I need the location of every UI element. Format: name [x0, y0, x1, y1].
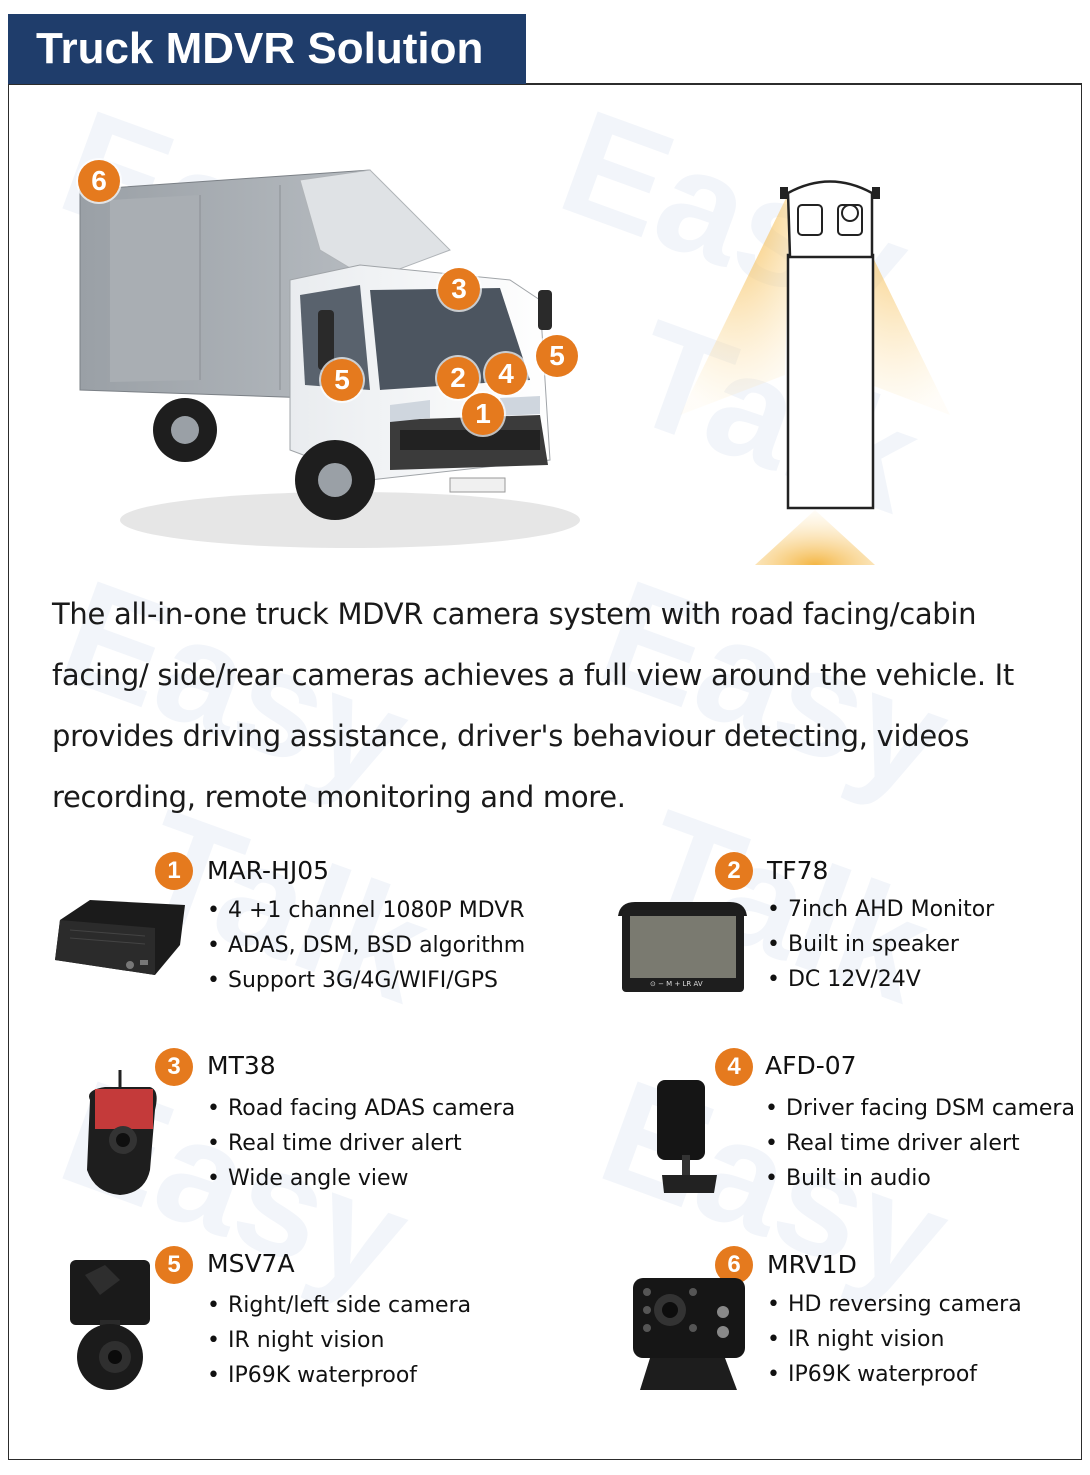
side-camera-image — [70, 1260, 150, 1390]
product-number-badge: 4 — [715, 1048, 753, 1086]
feature-list: Driver facing DSM camera Real time drive… — [765, 1091, 1075, 1196]
feature-item: IP69K waterproof — [767, 1357, 1022, 1392]
callout-badge: 4 — [485, 353, 527, 395]
title-rule — [526, 83, 1082, 84]
feature-item: HD reversing camera — [767, 1287, 1022, 1322]
feature-list: HD reversing camera IR night vision IP69… — [767, 1287, 1022, 1392]
feature-item: 7inch AHD Monitor — [767, 892, 994, 927]
feature-item: Built in audio — [765, 1161, 1075, 1196]
feature-item: IP69K waterproof — [207, 1358, 471, 1393]
product-number-badge: 1 — [155, 852, 193, 890]
reversing-camera-image — [633, 1278, 745, 1390]
feature-item: Real time driver alert — [207, 1126, 515, 1161]
feature-item: Driver facing DSM camera — [765, 1091, 1075, 1126]
feature-item: Road facing ADAS camera — [207, 1091, 515, 1126]
feature-item: DC 12V/24V — [767, 962, 994, 997]
callout-badge: 5 — [536, 335, 578, 377]
feature-item: Built in speaker — [767, 927, 994, 962]
feature-list: Right/left side camera IR night vision I… — [207, 1288, 471, 1393]
product-name: TF78 — [767, 856, 829, 885]
dsm-camera-image — [657, 1080, 717, 1193]
feature-item: IR night vision — [207, 1323, 471, 1358]
feature-list: Road facing ADAS camera Real time driver… — [207, 1091, 515, 1196]
callout-badge: 3 — [438, 268, 480, 310]
product-name: AFD-07 — [765, 1051, 857, 1080]
product-name: MAR-HJ05 — [207, 856, 330, 885]
product-number-badge: 3 — [155, 1048, 193, 1086]
monitor-image — [618, 902, 747, 992]
mdvr-recorder-image — [55, 900, 185, 975]
page-title: Truck MDVR Solution — [8, 14, 526, 84]
feature-item: Real time driver alert — [765, 1126, 1075, 1161]
feature-item: Wide angle view — [207, 1161, 515, 1196]
adas-camera-image — [87, 1070, 157, 1195]
monitor-button-labels: ⊙ − M + LR AV — [650, 980, 703, 988]
feature-item: 4 +1 channel 1080P MDVR — [207, 893, 525, 928]
feature-list: 7inch AHD Monitor Built in speaker DC 12… — [767, 892, 994, 997]
product-name: MT38 — [207, 1051, 276, 1080]
callout-badge: 1 — [462, 393, 504, 435]
page-frame — [8, 84, 1082, 1460]
feature-item: Right/left side camera — [207, 1288, 471, 1323]
description-paragraph: The all-in-one truck MDVR camera system … — [52, 597, 1014, 814]
feature-item: IR night vision — [767, 1322, 1022, 1357]
product-name: MSV7A — [207, 1249, 295, 1278]
product-number-badge: 6 — [715, 1246, 753, 1284]
coverage-top-view-diagram — [680, 180, 950, 565]
product-number-badge: 5 — [155, 1246, 193, 1284]
feature-item: Support 3G/4G/WIFI/GPS — [207, 963, 525, 998]
callout-badge: 5 — [321, 359, 363, 401]
product-number-badge: 2 — [715, 852, 753, 890]
product-name: MRV1D — [767, 1250, 857, 1279]
feature-list: 4 +1 channel 1080P MDVR ADAS, DSM, BSD a… — [207, 893, 525, 998]
callout-badge: 2 — [437, 357, 479, 399]
callout-badge: 6 — [78, 160, 120, 202]
feature-item: ADAS, DSM, BSD algorithm — [207, 928, 525, 963]
